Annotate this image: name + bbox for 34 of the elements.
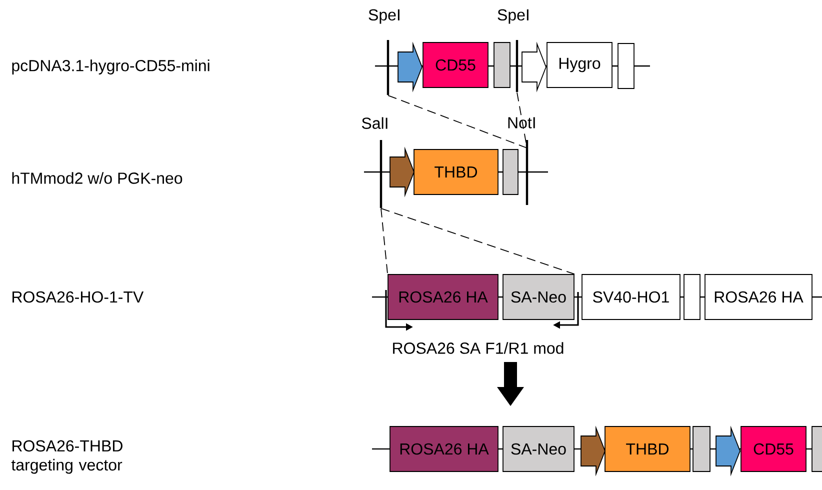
construct-label: ROSA26-HO-1-TV	[12, 291, 144, 303]
gene-box: Hygro	[546, 42, 612, 88]
element-box	[812, 426, 822, 472]
promoter-symbol	[716, 426, 740, 476]
element-box	[684, 274, 700, 320]
element-box	[618, 43, 634, 89]
gene-box: CD55	[422, 42, 488, 88]
construct-label: pcDNA3.1-hygro-CD55-mini	[12, 60, 210, 74]
element-box	[692, 426, 710, 472]
construct-label: ROSA26-THBD targeting vector	[11, 440, 122, 474]
element-box	[502, 149, 518, 195]
gene-box: CD55	[740, 426, 806, 472]
restriction-site: SpeI	[368, 9, 400, 95]
gene-box: SA-Neo	[502, 426, 574, 472]
dashed-line	[380, 208, 388, 274]
dashed-line	[380, 208, 575, 274]
promoter-symbol	[580, 426, 606, 476]
promoter-symbol	[390, 146, 414, 198]
promoter-symbol	[398, 42, 422, 92]
element-box	[494, 42, 510, 88]
dashed-line	[516, 92, 528, 148]
gene-box: ROSA26 HA	[704, 274, 812, 320]
dashed-line	[388, 94, 528, 148]
construct-label: hTMmod2 w/o PGK-neo	[12, 172, 182, 184]
gene-box: SV40-HO1	[582, 274, 680, 320]
gene-box: THBD	[604, 426, 690, 472]
gene-box: ROSA26 HA	[390, 426, 498, 472]
restriction-site: SalI	[362, 117, 388, 208]
gene-box: ROSA26 HA	[388, 274, 498, 320]
promoter-symbol	[522, 42, 546, 92]
gene-box: THBD	[414, 149, 498, 195]
construct-label: ROSA26 SA F1/R1 mod	[393, 342, 564, 354]
gene-box: SA-Neo	[502, 274, 574, 320]
restriction-site: SpeI	[498, 9, 528, 92]
